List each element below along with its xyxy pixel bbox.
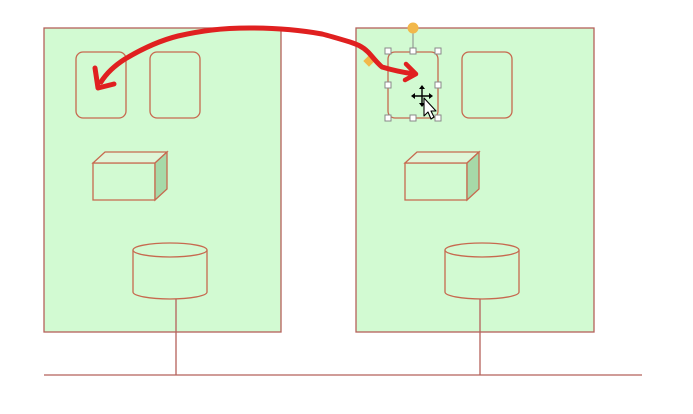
right-3d-box[interactable]: [403, 150, 481, 202]
right-cylinder[interactable]: [444, 242, 520, 300]
move-cursor-arrow-right: [429, 93, 433, 99]
left-cylinder[interactable]: [132, 242, 208, 300]
server-panel-left[interactable]: [43, 27, 282, 333]
left-cylinder-top[interactable]: [132, 242, 208, 258]
annotation-arrow-curve: [98, 25, 417, 85]
annotation-arrowhead-right: [402, 61, 419, 83]
server-panel-right[interactable]: [355, 27, 595, 333]
left-rounded-rectangle-2[interactable]: [149, 51, 201, 119]
rotation-handle[interactable]: [407, 22, 419, 34]
resize-handle-top-left[interactable]: [384, 47, 392, 55]
resize-handle-top-right[interactable]: [434, 47, 442, 55]
move-cursor-arrow-left: [411, 93, 415, 99]
left-3d-box-front[interactable]: [92, 162, 156, 201]
move-cursor-arrow-up: [419, 85, 425, 89]
right-cylinder-body[interactable]: [444, 250, 520, 300]
left-3d-box[interactable]: [91, 150, 169, 202]
left-cylinder-body[interactable]: [132, 250, 208, 300]
resize-handle-bottom-right[interactable]: [434, 114, 442, 122]
right-cylinder-top[interactable]: [444, 242, 520, 258]
right-3d-box-front[interactable]: [404, 162, 468, 201]
resize-handle-bottom[interactable]: [409, 114, 417, 122]
annotation-arrowhead-left: [92, 65, 117, 91]
resize-handle-right[interactable]: [434, 81, 442, 89]
pointer-arrow-icon: [423, 97, 437, 120]
right-rounded-rectangle-2[interactable]: [461, 51, 513, 119]
annotation-curved-arrow: [92, 25, 419, 91]
selection-handles[interactable]: [363, 22, 442, 122]
right-3d-box-side[interactable]: [466, 150, 480, 202]
resize-handle-bottom-left[interactable]: [384, 114, 392, 122]
resize-handle-left[interactable]: [384, 81, 392, 89]
left-3d-box-side[interactable]: [154, 150, 168, 202]
move-cursor-icon: [411, 85, 437, 120]
resize-handle-top[interactable]: [409, 47, 417, 55]
